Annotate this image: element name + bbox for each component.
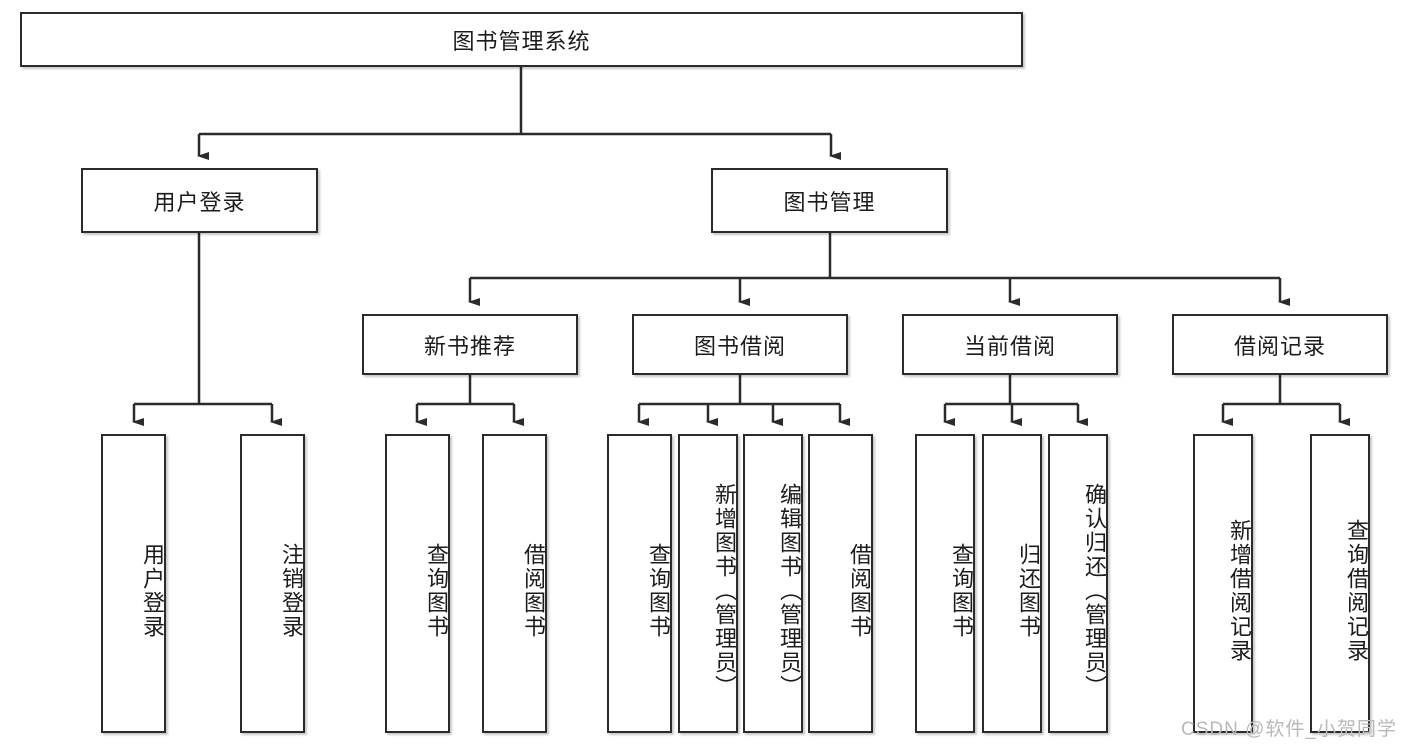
node-leaf-query-book-borrow[interactable]: 查询图书 bbox=[607, 434, 672, 733]
node-book-borrow-label: 图书借阅 bbox=[693, 333, 786, 359]
node-leaf-edit-book-label: 编辑图书（管理员） bbox=[777, 482, 802, 699]
node-leaf-add-book-label: 新增图书（管理员） bbox=[712, 482, 737, 699]
watermark: CSDN @软件_小贺同学 bbox=[1181, 719, 1397, 740]
node-leaf-return-book-label: 归还图书 bbox=[1016, 542, 1041, 639]
node-leaf-borrow-book-rec-label: 借阅图书 bbox=[521, 542, 546, 639]
node-leaf-user-login[interactable]: 用户登录 bbox=[101, 434, 166, 733]
node-leaf-edit-book[interactable]: 编辑图书（管理员） bbox=[743, 434, 803, 733]
node-leaf-add-record-label: 新增借阅记录 bbox=[1227, 518, 1252, 663]
node-leaf-user-login-label: 用户登录 bbox=[140, 542, 165, 639]
node-user-login-label: 用户登录 bbox=[153, 189, 246, 215]
node-leaf-query-book-rec[interactable]: 查询图书 bbox=[385, 434, 450, 733]
node-leaf-user-logout-label: 注销登录 bbox=[279, 542, 304, 639]
node-leaf-query-record[interactable]: 查询借阅记录 bbox=[1310, 434, 1370, 733]
node-root-label: 图书管理系统 bbox=[452, 28, 591, 54]
node-current-borrow-label: 当前借阅 bbox=[963, 333, 1056, 359]
node-leaf-borrow-book-rec[interactable]: 借阅图书 bbox=[482, 434, 547, 733]
node-book-borrow[interactable]: 图书借阅 bbox=[632, 314, 848, 375]
node-new-book-rec[interactable]: 新书推荐 bbox=[362, 314, 578, 375]
node-leaf-borrow-book[interactable]: 借阅图书 bbox=[808, 434, 873, 733]
node-leaf-query-book-current-label: 查询图书 bbox=[949, 542, 974, 639]
node-book-manage-label: 图书管理 bbox=[783, 189, 876, 215]
node-leaf-query-book-borrow-label: 查询图书 bbox=[646, 542, 671, 639]
node-leaf-query-book-rec-label: 查询图书 bbox=[424, 542, 449, 639]
node-new-book-rec-label: 新书推荐 bbox=[423, 333, 516, 359]
node-leaf-borrow-book-label: 借阅图书 bbox=[847, 542, 872, 639]
node-leaf-add-book[interactable]: 新增图书（管理员） bbox=[678, 434, 738, 733]
node-borrow-record[interactable]: 借阅记录 bbox=[1172, 314, 1388, 375]
node-leaf-query-book-current[interactable]: 查询图书 bbox=[915, 434, 975, 733]
node-leaf-return-book[interactable]: 归还图书 bbox=[982, 434, 1042, 733]
node-leaf-confirm-return[interactable]: 确认归还（管理员） bbox=[1048, 434, 1108, 733]
node-book-manage[interactable]: 图书管理 bbox=[711, 168, 948, 233]
node-leaf-query-record-label: 查询借阅记录 bbox=[1344, 518, 1369, 663]
node-leaf-confirm-return-label: 确认归还（管理员） bbox=[1082, 482, 1107, 699]
node-leaf-add-record[interactable]: 新增借阅记录 bbox=[1193, 434, 1253, 733]
node-root[interactable]: 图书管理系统 bbox=[20, 12, 1023, 67]
node-user-login[interactable]: 用户登录 bbox=[81, 168, 318, 233]
node-leaf-user-logout[interactable]: 注销登录 bbox=[240, 434, 305, 733]
node-borrow-record-label: 借阅记录 bbox=[1233, 333, 1326, 359]
node-current-borrow[interactable]: 当前借阅 bbox=[902, 314, 1118, 375]
